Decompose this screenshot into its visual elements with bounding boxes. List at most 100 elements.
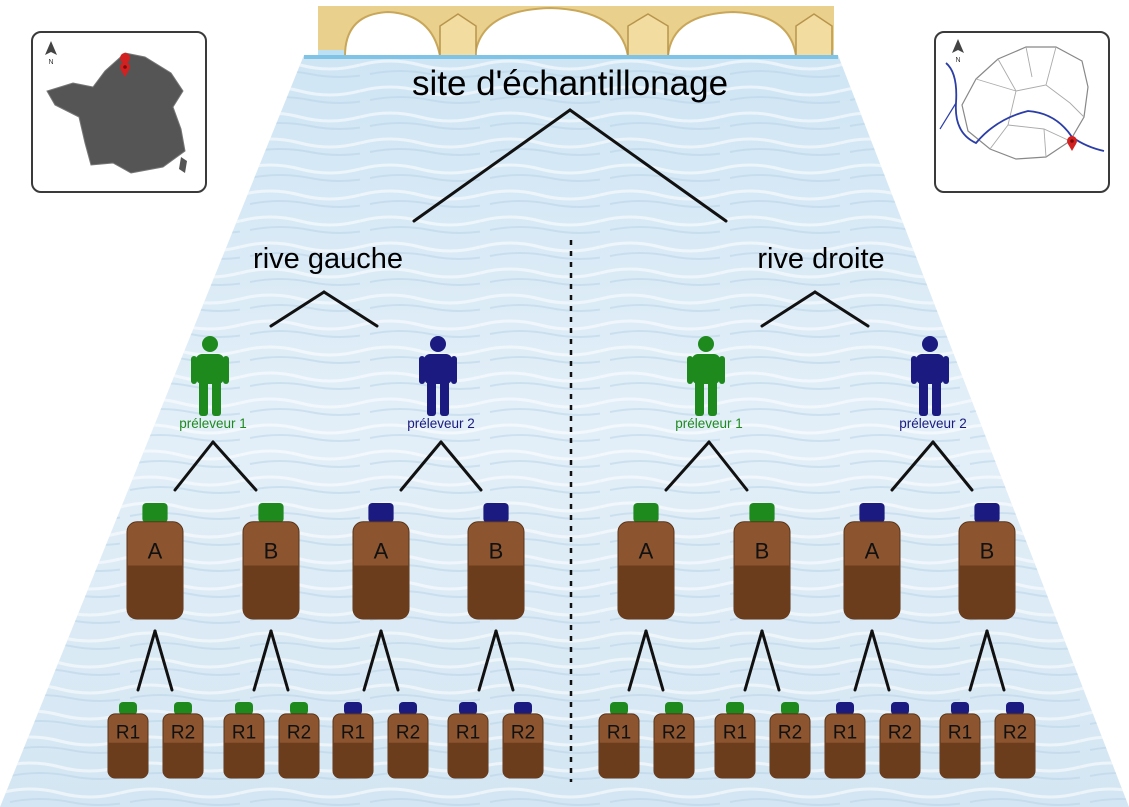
replicate-bottle-r2: R2: [653, 702, 695, 779]
replicate-label: R2: [1003, 722, 1027, 743]
collector-to-bottle: [890, 440, 935, 492]
replicate-label: R1: [948, 722, 972, 743]
bottle-to-replicate: [968, 629, 989, 692]
bottle-cap: [891, 702, 909, 715]
replicate-label: R2: [287, 722, 311, 743]
france-map-icon: N: [45, 41, 187, 174]
replicate-bottle-r1: R1: [939, 702, 981, 779]
bottle-cap: [726, 702, 744, 715]
collector-1-2-person-icon: [419, 336, 457, 416]
replicate-bottle-r2: R2: [879, 702, 921, 779]
sample-bottle-b: B: [733, 503, 791, 620]
bottle-cap: [119, 702, 137, 715]
bottle-cap: [514, 702, 532, 715]
collector-to-bottle: [664, 440, 711, 492]
bottle-cap: [344, 702, 362, 715]
location-pin-icon: [1067, 136, 1077, 151]
root-to-right-bank: [568, 108, 728, 223]
replicate-bottle-r2: R2: [162, 702, 204, 779]
bottle-cap: [459, 702, 477, 715]
bottle-label: B: [489, 539, 504, 564]
sample-bottle-a: A: [617, 503, 675, 620]
replicate-bottle-r2: R2: [387, 702, 429, 779]
replicate-label: R2: [511, 722, 535, 743]
france-map-inset: N: [31, 31, 207, 193]
collector-label: préleveur 2: [899, 416, 967, 431]
collector-label: préleveur 2: [407, 416, 475, 431]
bottle-label: A: [374, 539, 389, 564]
bottle-to-replicate: [477, 629, 498, 692]
bottle-to-replicate: [362, 629, 383, 692]
collector-2-2-person-icon: [911, 336, 949, 416]
replicate-bottle-r1: R1: [714, 702, 756, 779]
replicate-bottle-r1: R1: [824, 702, 866, 779]
replicate-label: R1: [833, 722, 857, 743]
replicate-bottle-r1: R1: [223, 702, 265, 779]
bottle-to-replicate: [136, 629, 157, 692]
replicate-label: R1: [116, 722, 140, 743]
bottle-cap: [399, 702, 417, 715]
replicate-bottle-r2: R2: [278, 702, 320, 779]
bottle-to-replicate: [627, 629, 648, 692]
bottle-to-replicate: [760, 629, 781, 692]
location-pin-icon: [120, 53, 131, 77]
replicate-label: R1: [723, 722, 747, 743]
bottle-to-replicate: [153, 629, 174, 692]
replicate-bottle-r1: R1: [447, 702, 489, 779]
replicate-label: R2: [396, 722, 420, 743]
bank-1-to-collector-2: [813, 290, 870, 328]
collector-label: préleveur 1: [179, 416, 247, 431]
collector-to-bottle: [931, 440, 974, 492]
replicate-bottle-r1: R1: [598, 702, 640, 779]
svg-text:N: N: [955, 57, 960, 64]
bottle-to-replicate: [252, 629, 273, 692]
bottle-to-replicate: [379, 629, 400, 692]
bottle-label: A: [639, 539, 654, 564]
replicate-label: R2: [171, 722, 195, 743]
bottle-label: A: [148, 539, 163, 564]
paris-map-inset: N: [934, 31, 1110, 193]
bottle-cap: [1006, 702, 1024, 715]
bottle-cap: [859, 503, 885, 523]
replicate-label: R2: [662, 722, 686, 743]
bottle-to-replicate: [743, 629, 764, 692]
paris-map-icon: N: [939, 39, 1105, 160]
bottle-cap: [368, 503, 394, 523]
replicate-bottle-r2: R2: [769, 702, 811, 779]
bridge-illustration: [304, 6, 838, 59]
bottle-to-replicate: [269, 629, 290, 692]
collector-to-bottle: [707, 440, 749, 492]
collector-to-bottle: [173, 440, 215, 492]
collector-label: préleveur 1: [675, 416, 743, 431]
bottle-cap: [951, 702, 969, 715]
bottle-cap: [174, 702, 192, 715]
bottle-label: B: [980, 539, 995, 564]
sample-bottle-b: B: [958, 503, 1016, 620]
replicate-label: R2: [778, 722, 802, 743]
bank-left-label: rive gauche: [253, 243, 403, 275]
sample-bottle-a: A: [352, 503, 410, 620]
root-to-left-bank: [412, 108, 572, 223]
sample-bottle-b: B: [467, 503, 525, 620]
bottle-cap: [258, 503, 284, 523]
collector-1-1-person-icon: [191, 336, 229, 416]
bottle-cap: [974, 503, 1000, 523]
bottle-to-replicate: [985, 629, 1006, 692]
svg-text:N: N: [48, 59, 53, 66]
bottle-cap: [633, 503, 659, 523]
bottle-label: B: [264, 539, 279, 564]
bottle-cap: [290, 702, 308, 715]
bottle-to-replicate: [870, 629, 891, 692]
replicate-label: R1: [232, 722, 256, 743]
bank-right-label: rive droite: [757, 243, 884, 275]
sample-bottle-a: A: [126, 503, 184, 620]
replicate-label: R2: [888, 722, 912, 743]
bank-0-to-collector-2: [322, 290, 379, 328]
replicate-label: R1: [456, 722, 480, 743]
bottle-cap: [836, 702, 854, 715]
bottle-cap: [483, 503, 509, 523]
north-arrow-icon: N: [952, 39, 964, 64]
bank-0-to-collector-1: [269, 290, 326, 328]
bottle-to-replicate: [853, 629, 874, 692]
